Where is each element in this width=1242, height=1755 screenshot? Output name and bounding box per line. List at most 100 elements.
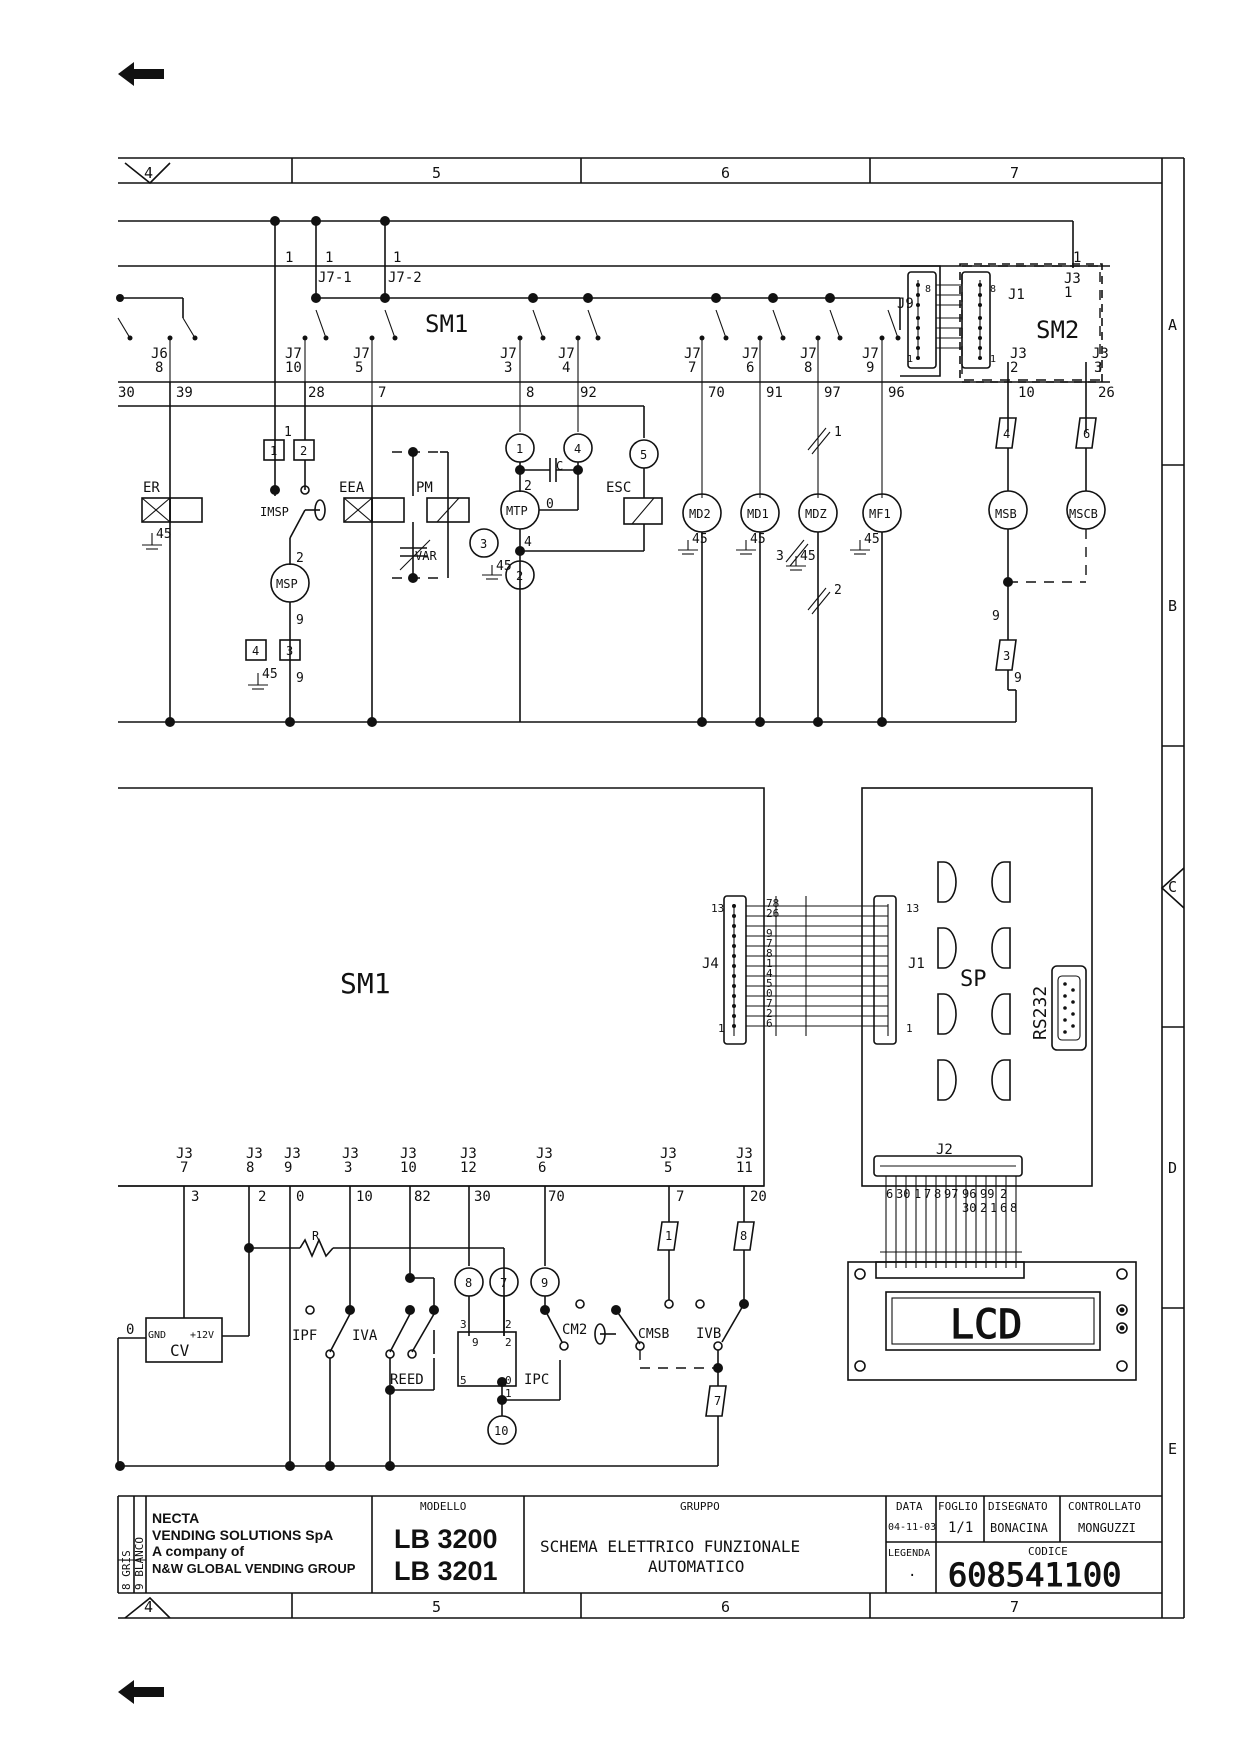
disegnato-value: BONACINA — [990, 1521, 1049, 1535]
connector-label: J7 — [742, 346, 759, 362]
pin-label: 8 — [246, 1160, 254, 1176]
terminal-label: 7 — [500, 1276, 507, 1290]
wire-number: 30 — [896, 1187, 910, 1201]
column-labels-bottom: 4 5 6 7 — [144, 1598, 1019, 1616]
left-arrow-icon — [118, 1680, 164, 1704]
pin-label: 5 — [664, 1160, 672, 1176]
terminal-label: 2 — [300, 444, 307, 458]
component-mdz: MDZ — [805, 507, 827, 521]
component-md1: MD1 — [747, 507, 769, 521]
connector-label: J3 — [342, 1146, 359, 1162]
board-label-sm1-main: SM1 — [340, 967, 391, 1000]
terminal-label: 1 — [665, 1229, 672, 1243]
component-er: ER — [143, 480, 160, 496]
wire-number: 10 — [1018, 385, 1035, 401]
wire-number: 2 — [524, 479, 532, 494]
title-block-company: NECTA VENDING SOLUTIONS SpA A company of… — [120, 1510, 356, 1590]
component-mscb: MSCB — [1069, 507, 1098, 521]
component-reed: REED — [390, 1372, 424, 1388]
column-label: 7 — [1010, 164, 1019, 182]
pin-label: 0 — [505, 1374, 512, 1387]
lower-labels: J3 7 3 J3 8 2 J3 9 0 J3 3 10 J3 10 82 J3… — [126, 1146, 767, 1388]
gruppo-subtitle: AUTOMATICO — [648, 1557, 744, 1576]
title-block-group: GRUPPO SCHEMA ELETTRICO FUNZIONALE AUTOM… — [540, 1500, 800, 1576]
revision-label: 8 GRIS — [120, 1550, 133, 1590]
terminal-label: 9 — [541, 1276, 548, 1290]
connector-label: J7-2 — [388, 270, 422, 286]
component-ipc: IPC — [524, 1372, 549, 1388]
wire-number: 6 — [1000, 1201, 1007, 1215]
pin-label: 3 — [504, 360, 512, 376]
terminal-label: 7 — [714, 1394, 721, 1408]
middle-board-labels: SM1 SP RS232 LCD — [340, 967, 1051, 1349]
wire-number: 8 — [526, 385, 534, 401]
foglio-value: 1/1 — [948, 1520, 973, 1536]
wire-number: 8 — [934, 1187, 941, 1201]
pin-label: 1 — [907, 354, 913, 365]
connector-label: J3 — [284, 1146, 301, 1162]
terminal-label: 10 — [494, 1424, 508, 1438]
wire-number: 6 — [886, 1187, 893, 1201]
wire-number: 7 — [766, 997, 773, 1010]
wire-number: 9 — [766, 927, 773, 940]
terminal-label: 1 — [516, 442, 523, 456]
pin-label: 8 — [990, 284, 996, 295]
board-label-sm1: SM1 — [425, 310, 468, 338]
connector-label: J1 — [1008, 287, 1025, 303]
column-label: 7 — [1010, 1598, 1019, 1616]
wire-number: 99 — [980, 1187, 994, 1201]
pin-label: 9 — [472, 1336, 479, 1349]
component-cm2: CM2 — [562, 1322, 587, 1338]
terminal-label: 4 — [574, 442, 581, 456]
earth-label: 45 — [800, 549, 816, 564]
disegnato-label: DISEGNATO — [988, 1500, 1048, 1513]
drawing-frame — [118, 157, 1185, 1619]
component-pm: PM — [416, 480, 433, 496]
wire-number: 2 — [296, 551, 304, 566]
terminal-label: 5 — [640, 448, 647, 462]
company-line: N&W GLOBAL VENDING GROUP — [152, 1561, 356, 1576]
column-label: 6 — [721, 164, 730, 182]
wire-number: 10 — [356, 1189, 373, 1205]
wire-number: 20 — [750, 1189, 767, 1205]
wire-number: 30 — [962, 1201, 976, 1215]
pin-label: 13 — [906, 902, 919, 915]
pin-label: 6 — [538, 1160, 546, 1176]
terminal-label: 4 — [252, 644, 259, 658]
connector-label: J3 — [536, 1146, 553, 1162]
back-arrow-bottom[interactable] — [118, 1680, 166, 1704]
sm1-board — [118, 787, 765, 1187]
pin-label: 8 — [155, 360, 163, 376]
lower-terminal-labels: 8 7 9 10 1 8 7 3 9 2 2 5 0 1 — [460, 1229, 747, 1438]
wire-number: 1 — [393, 250, 401, 266]
component-msb: MSB — [995, 507, 1017, 521]
wire-number: 2 — [834, 583, 842, 598]
wire-number: 39 — [176, 385, 193, 401]
row-label: D — [1168, 1159, 1177, 1177]
wire-number: 1 — [325, 250, 333, 266]
component-msp: MSP — [276, 577, 298, 591]
wire-number: 9 — [1014, 671, 1022, 686]
gruppo-title: SCHEMA ELETTRICO FUNZIONALE — [540, 1537, 800, 1556]
wire-number: 7 — [676, 1189, 684, 1205]
wire-number: 6 — [766, 1017, 773, 1030]
earth-label: 45 — [156, 527, 172, 542]
controllato-value: MONGUZZI — [1078, 1521, 1136, 1535]
connector-label: J7 — [684, 346, 701, 362]
pin-label: 1 — [1064, 285, 1072, 301]
wire-number: 1 — [766, 957, 773, 970]
component-iva: IVA — [352, 1328, 378, 1344]
pin-label: 5 — [355, 360, 363, 376]
connector-label: J7 — [558, 346, 575, 362]
pin-label: 4 — [562, 360, 570, 376]
wire-number: 9 — [296, 613, 304, 628]
company-line: VENDING SOLUTIONS SpA — [152, 1527, 333, 1543]
title-block-model: MODELLO LB 3200 LB 3201 — [394, 1500, 498, 1586]
back-arrow-top[interactable] — [118, 62, 166, 86]
wire-number: 0 — [546, 497, 554, 512]
sp-board — [861, 787, 1093, 1187]
row-label: E — [1168, 1440, 1177, 1458]
wire-number: 7 — [766, 937, 773, 950]
wire-number: 4 — [766, 967, 773, 980]
j4-wire-labels: 78 26 9 7 8 1 4 5 0 7 2 6 — [766, 897, 779, 1030]
